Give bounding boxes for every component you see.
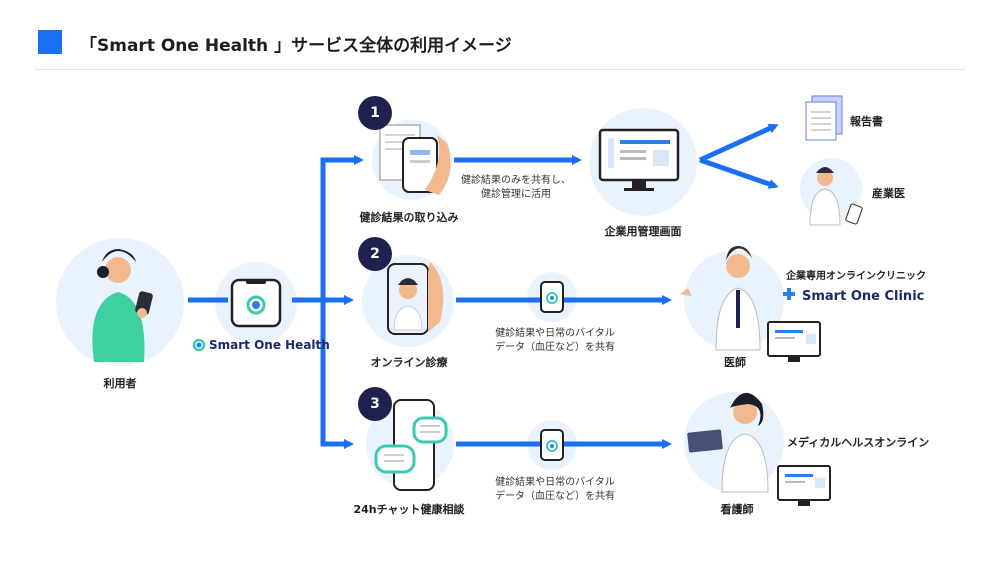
- chat-consultation-phone-icon: [374, 399, 448, 491]
- user-figure-icon: [92, 249, 153, 362]
- arrow-admin-to-sangyoi: [699, 157, 779, 189]
- industrial-physician-label: 産業医: [872, 187, 905, 200]
- step3-label: 24hチャット健康相談: [353, 503, 465, 516]
- arrow-admin-to-report: [698, 123, 779, 163]
- step3-number-badge: 3: [358, 387, 392, 421]
- clinic-brand-name: Smart One Clinic: [802, 289, 925, 304]
- header-divider: [34, 69, 966, 70]
- step2-number-badge: 2: [358, 237, 392, 271]
- doctor-icon: [680, 246, 821, 362]
- step2-label: オンライン診療: [370, 356, 448, 369]
- flow1-caption-line2: 健診管理に活用: [481, 189, 551, 200]
- flow3-caption-line1: 健診結果や日常のバイタル: [495, 477, 615, 488]
- smart-one-health-app-icon: [230, 278, 282, 328]
- admin-monitor-icon: [598, 128, 680, 191]
- data-share-app-icon-2: [540, 281, 564, 313]
- data-share-app-icon-3: [540, 429, 564, 461]
- doctor-label: 医師: [724, 356, 746, 369]
- online-consultation-phone-icon: [387, 262, 444, 335]
- flow1-caption-line1: 健診結果のみを共有し、: [461, 175, 571, 186]
- industrial-physician-icon: [809, 167, 863, 226]
- flow2-caption-line2: データ（血圧など）を共有: [495, 342, 615, 353]
- nurse-icon: [687, 392, 831, 506]
- brand-logo-icon: [192, 338, 206, 352]
- health-checkup-document-icon: [379, 124, 451, 195]
- title-marker: [38, 30, 62, 54]
- user-label: 利用者: [103, 377, 137, 390]
- branch-trunk: [292, 157, 350, 303]
- step1-label: 健診結果の取り込み: [359, 211, 459, 224]
- page-title: 「Smart One Health 」サービス全体の利用イメージ: [80, 36, 512, 56]
- medical-health-online-label: メディカルヘルスオンライン: [787, 436, 930, 449]
- smart-one-clinic-logo-icon: [783, 288, 795, 300]
- step1-number-badge: 1: [358, 96, 392, 130]
- admin-screen-label: 企業用管理画面: [604, 225, 682, 238]
- clinic-subtitle: 企業専用オンラインクリニック: [786, 271, 926, 282]
- report-document-icon: [805, 95, 843, 141]
- flow3-caption-line2: データ（血圧など）を共有: [495, 491, 615, 502]
- nurse-label: 看護師: [720, 503, 754, 516]
- arrow-to-step3: [320, 300, 354, 449]
- report-label: 報告書: [850, 115, 883, 128]
- flow2-caption-line1: 健診結果や日常のバイタル: [495, 328, 615, 339]
- app-brand-name: Smart One Health: [209, 338, 330, 352]
